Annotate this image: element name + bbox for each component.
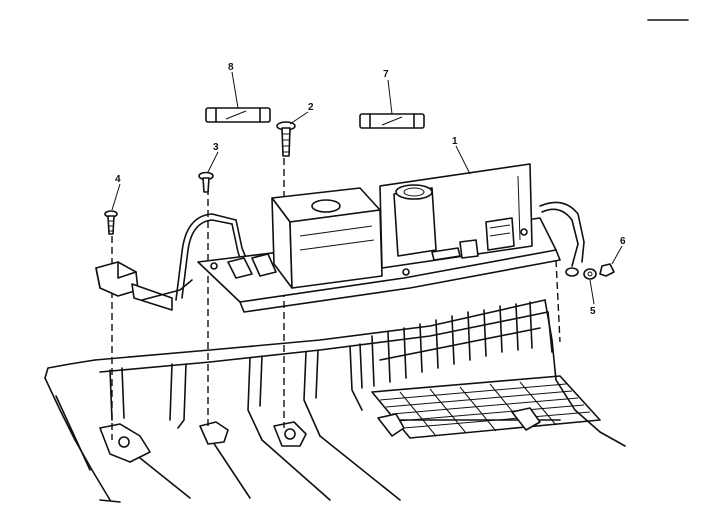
callout-7: 7 — [383, 69, 389, 80]
power-supply-board[interactable] — [197, 163, 561, 313]
switch-assembly — [95, 261, 193, 311]
callout-8: 8 — [228, 62, 234, 73]
callout-2: 2 — [308, 102, 314, 113]
callout-5: 5 — [590, 306, 596, 317]
screw-2[interactable] — [276, 121, 296, 157]
screw-4[interactable] — [104, 210, 118, 235]
fuse-7[interactable] — [359, 113, 425, 129]
vent-grille — [371, 301, 541, 387]
callout-4: 4 — [115, 174, 121, 185]
screw-3[interactable] — [198, 171, 214, 193]
base-chassis — [44, 299, 626, 503]
nut-6[interactable] — [599, 263, 615, 277]
fuse-8[interactable] — [205, 107, 271, 123]
leader-lines — [111, 71, 623, 305]
callout-3: 3 — [213, 142, 219, 153]
callout-6: 6 — [620, 236, 626, 247]
washer-5[interactable] — [583, 268, 597, 280]
floor-grille — [371, 375, 601, 439]
callout-1: 1 — [452, 136, 458, 147]
